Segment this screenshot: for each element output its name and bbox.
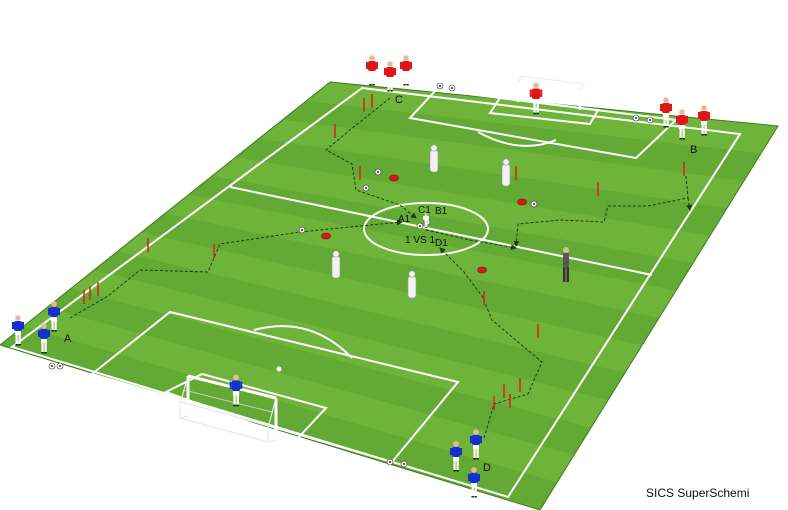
movement-paths [69,97,693,439]
bottom-penalty-arc [253,325,353,359]
top-penalty-arc [477,131,557,147]
top-goal-area [488,96,600,126]
watermark: SICS SuperSchemi [646,486,749,500]
player-blue [468,467,480,498]
bottom-penalty-spot [276,366,282,372]
label-a1: A1 [398,214,411,225]
label-group-b: B [690,144,697,156]
field-lines [9,86,742,499]
grass-stripe [23,307,575,483]
top-goal [516,75,585,110]
dummy [429,144,439,173]
movement-arrow [69,219,403,319]
halfway-line [229,186,653,276]
label-duel: 1 VS 1 [405,235,435,246]
label-group-c: C [395,94,403,106]
label-group-a: A [64,333,72,345]
movement-arrow [686,197,693,211]
grass-stripe [212,157,710,264]
movement-arrow [513,175,689,247]
player-blue [38,323,50,354]
dummies [331,144,511,299]
player-marker [423,212,429,228]
ball [48,362,56,370]
goalkeeper-red [529,82,543,115]
ball [400,460,408,468]
player-red [366,55,378,86]
poles [83,94,685,410]
ball [448,84,456,92]
ball [374,168,382,176]
grass-stripe [70,269,608,428]
movement-arrow [425,229,517,251]
grass-stripe [117,232,643,373]
touch-lines [9,86,742,499]
player-red [384,61,396,92]
label-b1: B1 [435,206,448,217]
dummy [331,250,341,279]
player-red [400,55,412,86]
ball [436,82,444,90]
cone [389,174,399,182]
player-blue [470,429,482,460]
label-group-d: D [483,462,491,474]
dummy [501,158,511,187]
grass-stripe [259,119,744,209]
label-d1: D1 [435,238,448,249]
grass-stripe [165,194,676,318]
pitch-edge [0,81,779,510]
goalkeeper-blue [229,374,243,407]
cone [321,232,331,240]
ball [646,116,654,124]
player-blue [450,441,462,472]
player-red [698,105,710,136]
movement-arrow [325,97,417,219]
player-blue [12,315,24,346]
ball [386,458,394,466]
players [12,55,710,498]
coach [563,247,569,282]
movement-arrow [439,247,543,439]
ball [56,362,64,370]
bottom-goal-area [163,372,328,442]
cones [321,174,527,274]
ball [416,222,424,230]
ball [362,184,370,192]
cone [517,198,527,206]
ball [530,200,538,208]
cone [477,266,487,274]
ball [632,114,640,122]
player-red [676,109,688,140]
bottom-penalty-area [89,310,460,464]
label-c1: C1 [418,205,431,216]
center-circle [363,202,489,256]
pitch [0,81,779,510]
ball [298,226,306,234]
player-red [660,97,672,128]
dummy [407,270,417,299]
player-blue [48,301,60,332]
